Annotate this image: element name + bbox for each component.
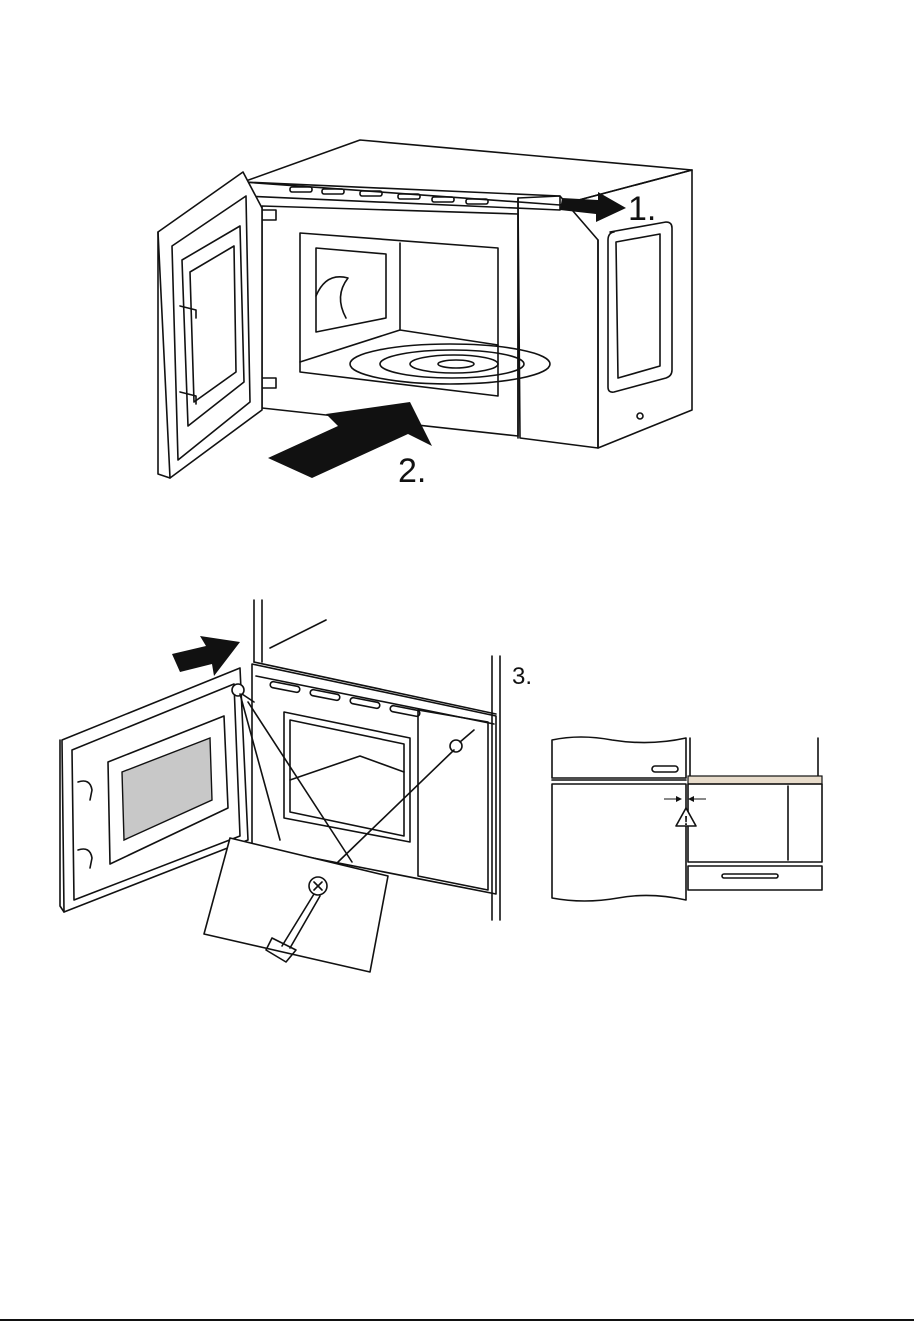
top-illustration: 1. 2. [158, 140, 692, 490]
top-vents [290, 187, 488, 204]
screw-icon [450, 730, 474, 752]
warning-triangle-icon: ! [676, 808, 696, 828]
step-2-label: 2. [398, 452, 426, 490]
step-3-label: 3. [512, 663, 532, 690]
bottom-right-illustration: 3. ! [512, 663, 822, 901]
step-1-label: 1. [628, 190, 656, 228]
page-bottom-rule [0, 1319, 914, 1321]
svg-text:!: ! [684, 813, 688, 828]
arrow-icon [172, 636, 240, 676]
open-door [158, 172, 262, 478]
bottom-left-illustration [60, 600, 500, 972]
